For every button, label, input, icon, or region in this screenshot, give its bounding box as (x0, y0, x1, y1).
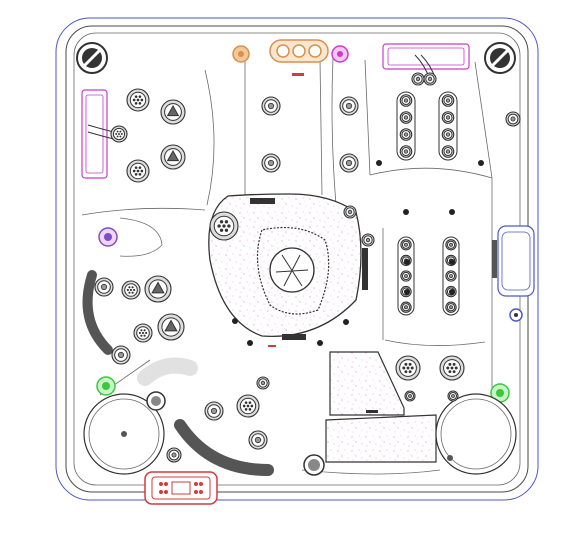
jet-icon (94, 277, 114, 297)
jet-icon (411, 72, 425, 86)
jet-icon (160, 99, 186, 125)
jet-icon (399, 128, 413, 141)
jet-icon (441, 111, 455, 124)
jet-icon (121, 280, 141, 300)
jet-icon (441, 94, 455, 107)
jet-icon (445, 301, 457, 313)
jet-icon (317, 340, 323, 346)
seat-round-right (435, 393, 517, 475)
jet-icon (400, 239, 412, 251)
seat-round-left (83, 393, 165, 475)
jet-icon (126, 88, 150, 112)
jet-icon (236, 394, 260, 418)
filter-icon (492, 225, 535, 322)
jet-icon (445, 270, 457, 282)
jet-icon (248, 430, 268, 450)
jet-icon (438, 91, 458, 161)
air-valve-icon (232, 45, 250, 63)
drain-icon (146, 391, 166, 411)
air-valve-icon (331, 45, 349, 63)
jet-icon (396, 91, 416, 161)
light-icon (96, 376, 116, 396)
jet-icon (445, 239, 457, 251)
jet-icon (399, 111, 413, 124)
jet-icon (505, 111, 521, 127)
jet-icon (160, 144, 186, 170)
jet-icon (478, 160, 484, 166)
drain-icon (303, 454, 325, 476)
jet-icon (126, 159, 150, 183)
jet-icon (404, 259, 410, 265)
jet-icon (209, 211, 239, 241)
jet-icon (343, 319, 349, 325)
jet-icon (449, 209, 455, 215)
jet-icon (261, 96, 281, 116)
jet-icon (247, 340, 253, 346)
jet-icon (339, 96, 359, 116)
control-panel-icon (144, 471, 218, 505)
seat-outlines (81, 57, 493, 475)
jet-icon (447, 390, 459, 402)
jet-icon (404, 390, 416, 402)
light-icon (98, 227, 118, 247)
jet-icon (400, 270, 412, 282)
jet-icon (110, 125, 128, 143)
jet-icon (343, 205, 357, 219)
jet-icon (423, 72, 437, 86)
pillow-left (81, 89, 119, 179)
jet-icon (361, 233, 375, 247)
jet-icon (232, 318, 238, 324)
step-right (325, 351, 437, 463)
jet-icon (403, 209, 409, 215)
jet-icon (395, 355, 421, 381)
jet-icon (133, 323, 153, 343)
armrest-left (137, 357, 198, 386)
jet-icon (144, 275, 172, 303)
grab-rail-bottom (174, 419, 274, 476)
footwell-center (208, 193, 368, 347)
jet-icon (111, 345, 131, 365)
jet-icon (399, 94, 413, 107)
jet-icon (157, 313, 185, 341)
waterfall-icon (269, 39, 329, 76)
jet-icon (449, 259, 455, 265)
jet-icon (376, 160, 382, 166)
jet-icon (339, 153, 359, 173)
drain-icon (76, 42, 108, 74)
jet-icon (404, 289, 410, 295)
jet-icon (449, 289, 455, 295)
jet-icon (261, 153, 281, 173)
jet-icon (400, 301, 412, 313)
jet-icon (441, 128, 455, 141)
jet-icon (399, 145, 413, 158)
shell-outer (55, 17, 539, 501)
jet-icon (166, 447, 182, 463)
jet-icon (441, 145, 455, 158)
jet-icon (256, 376, 270, 390)
jets-group (94, 72, 521, 463)
grab-rail-left (82, 270, 113, 355)
jet-icon (204, 401, 224, 421)
jet-icon (439, 355, 465, 381)
pillow-right (382, 43, 470, 81)
drain-icon (484, 42, 516, 74)
